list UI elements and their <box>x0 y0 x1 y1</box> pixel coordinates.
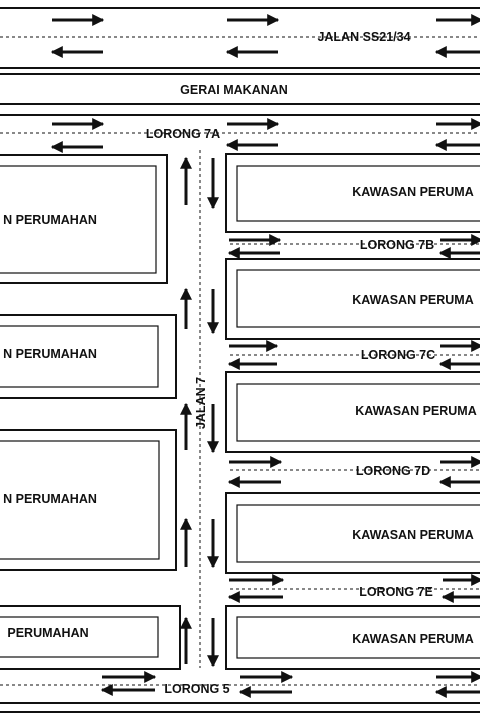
right-housing-blocks <box>225 153 480 670</box>
right-block-4-label: KAWASAN PERUMA <box>352 528 474 542</box>
left-block-2-label: N PERUMAHAN <box>3 347 97 361</box>
lorong-7b-label: LORONG 7B <box>360 238 434 252</box>
main-road-label: JALAN SS21/34 <box>317 30 410 44</box>
right-block-5-label: KAWASAN PERUMA <box>352 632 474 646</box>
traffic-arrows <box>50 14 480 698</box>
lorong-5-road <box>0 684 480 713</box>
left-block-3-label: N PERUMAHAN <box>3 492 97 506</box>
right-block-1-label: KAWASAN PERUMA <box>352 185 474 199</box>
lorong-5-label: LORONG 5 <box>164 682 229 696</box>
lorong-7a-label: LORONG 7A <box>146 127 220 141</box>
lorong-7c-label: LORONG 7C <box>361 348 435 362</box>
right-block-2-label: KAWASAN PERUMA <box>352 293 474 307</box>
left-housing-blocks <box>0 154 181 670</box>
lorong-7e-label: LORONG 7E <box>359 585 433 599</box>
lorong-7a-road <box>0 114 480 134</box>
jalan-7-label: JALAN 7 <box>194 377 208 429</box>
main-road-ss21-34 <box>0 7 480 69</box>
food-stall-area <box>0 73 480 105</box>
left-block-4-label: PERUMAHAN <box>7 626 88 640</box>
right-block-3-label: KAWASAN PERUMA <box>355 404 477 418</box>
lorong-7d-label: LORONG 7D <box>356 464 430 478</box>
food-stalls-label: GERAI MAKANAN <box>180 83 288 97</box>
left-block-1-label: N PERUMAHAN <box>3 213 97 227</box>
